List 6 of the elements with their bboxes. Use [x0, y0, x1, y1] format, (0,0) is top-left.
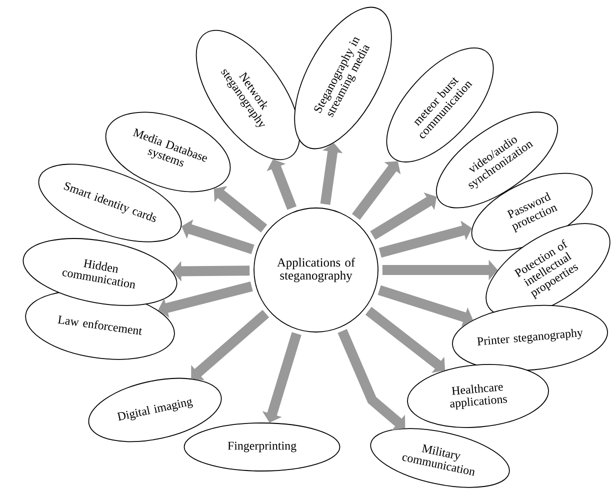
block-arrow: [370, 192, 437, 240]
block-arrow: [266, 159, 297, 210]
node-label: Printer steganography: [476, 328, 583, 346]
block-arrow: [378, 220, 472, 258]
block-arrow: [158, 282, 253, 318]
block-arrow: [191, 310, 270, 380]
